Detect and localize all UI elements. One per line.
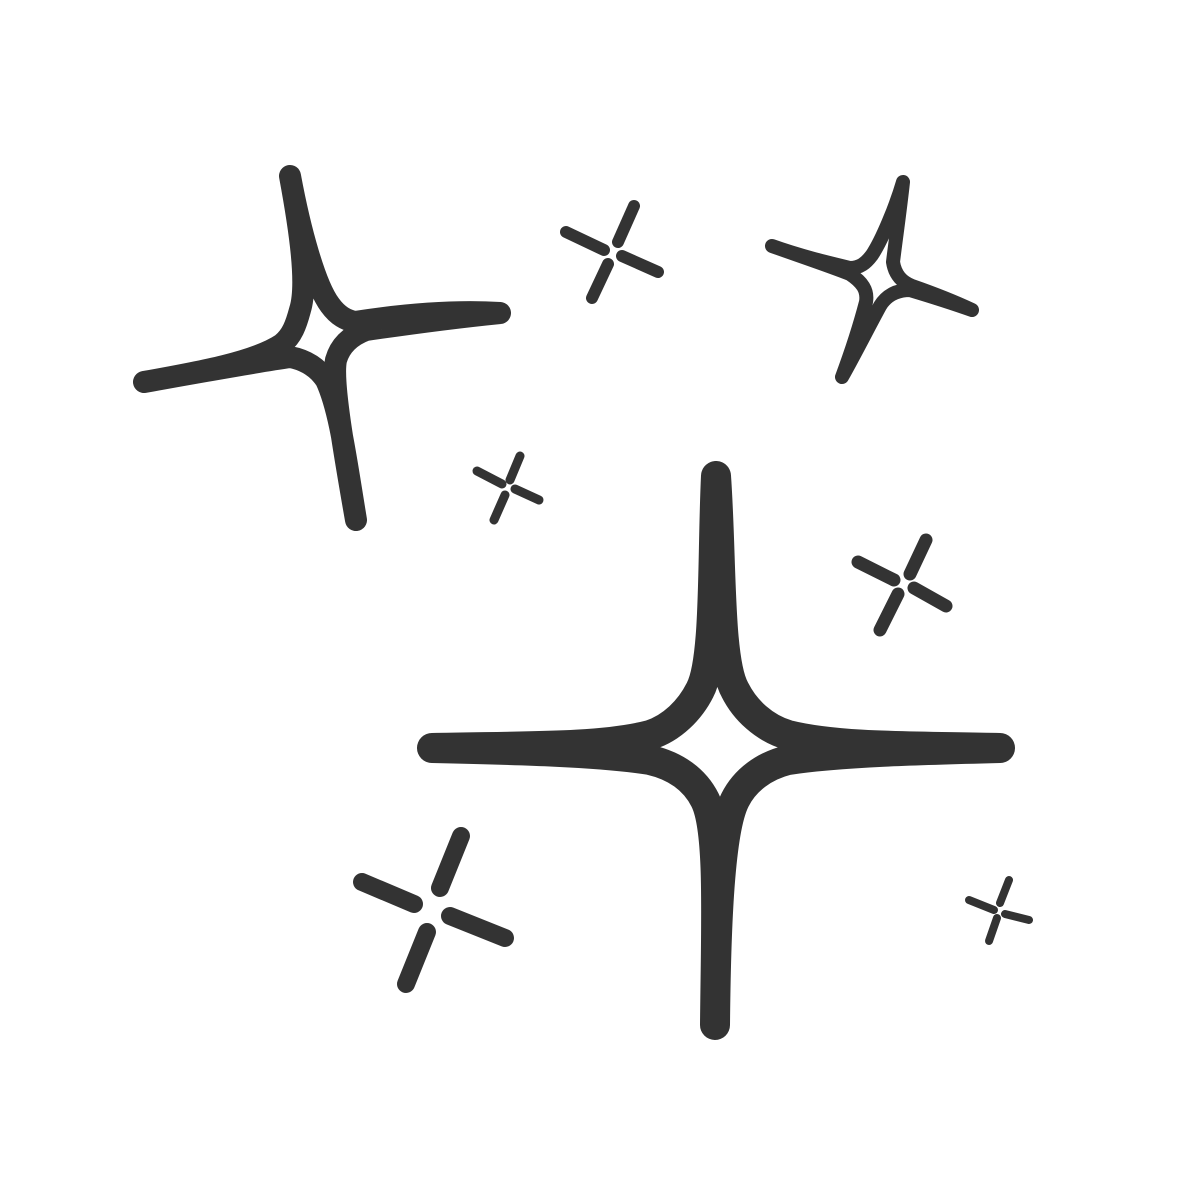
large-sparkle-icon [417,461,1015,1040]
small-twinkle-icon [353,200,1033,993]
top-right-sparkle-icon [765,175,979,384]
top-left-sparkle-icon [133,165,511,531]
